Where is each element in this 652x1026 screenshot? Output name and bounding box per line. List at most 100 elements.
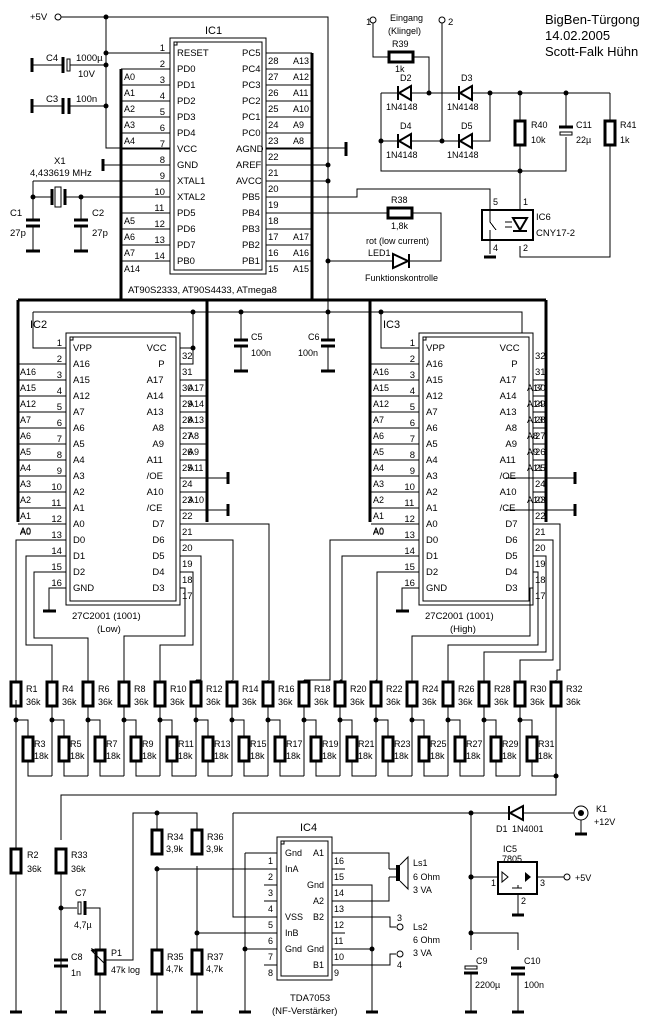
svg-text:1,8k: 1,8k (391, 221, 409, 231)
ladder-top-value: 36k (206, 697, 221, 707)
diode-d4-symbol (397, 132, 412, 150)
ic1-net-label: A2 (124, 104, 135, 114)
svg-text:C5: C5 (251, 332, 263, 342)
svg-text:R34: R34 (167, 832, 184, 842)
ladder-wire (304, 719, 340, 777)
svg-text:Ls1: Ls1 (413, 858, 428, 868)
eprom-pin1-mark (69, 336, 74, 341)
ic4-pin-number: 15 (334, 872, 344, 882)
power-jack-k1[interactable]: K1 +12V (573, 804, 615, 836)
eprom-pin-number: 16 (404, 578, 415, 589)
ladder-resistor-top (153, 680, 167, 708)
eprom-pin-number: 11 (51, 498, 61, 509)
ic1-pin-name: GND (177, 160, 198, 171)
ladder-bottom-value: 18k (394, 751, 409, 761)
eprom-pin-name: A2 (426, 487, 438, 498)
ic1-pin-name: PD6 (177, 224, 195, 235)
ladder-bottom-ref: R29 (502, 739, 519, 749)
eprom-pin-number: 14 (51, 546, 62, 557)
svg-text:4,7µ: 4,7µ (74, 920, 92, 930)
ladder-resistor-bottom (489, 735, 503, 763)
eprom-part: 27C2001 (1001) (425, 611, 494, 622)
ic4-pin-name: Gnd (307, 880, 324, 890)
eprom-pin-name: A8 (152, 423, 164, 434)
eprom-net-label: A11 (188, 463, 203, 473)
ladder-top-ref: R30 (530, 684, 547, 694)
eprom-pin-name: D5 (152, 551, 164, 562)
eprom-pin-name: A15 (73, 375, 90, 386)
eprom-pin-name: A12 (73, 391, 90, 402)
eprom-pin-number: 2 (57, 354, 62, 365)
eprom-pin-number: 4 (57, 386, 62, 397)
ladder-resistor-top (81, 680, 95, 708)
eprom-pin-name: D4 (152, 567, 164, 578)
eprom-pin-number: 26 (182, 447, 193, 458)
ic1-pin-number: 19 (268, 200, 279, 211)
eprom-net-label: A10 (188, 495, 204, 505)
eprom-pin-number: 18 (182, 575, 193, 586)
svg-text:R2: R2 (27, 850, 39, 860)
ladder-top-value: 36k (566, 697, 581, 707)
eprom-pin-number: 32 (182, 351, 193, 362)
ladder-top-value: 36k (350, 697, 365, 707)
eprom-pin-number: 24 (535, 479, 546, 490)
data-line (25, 555, 66, 680)
eprom-pin-number: 24 (182, 479, 193, 490)
ic1-pin-name: AVCC (236, 176, 262, 187)
potentiometer-p1[interactable]: P1 47k log (90, 948, 140, 976)
ic1-pin-name: PC2 (242, 96, 260, 107)
eprom-pin-number: 7 (410, 434, 415, 445)
ladder-top-ref: R24 (422, 684, 439, 694)
supply-label: +5V (30, 12, 48, 23)
ic4-pin-number: 11 (334, 936, 343, 946)
ladder-resistor-top (441, 680, 455, 708)
ic1-net-label: A5 (124, 216, 135, 226)
eprom-pin-name: D2 (426, 567, 438, 578)
ic4-pin-number: 1 (268, 856, 273, 866)
eprom-pin-name: A11 (147, 455, 163, 466)
eprom-pin-name: D0 (73, 535, 85, 546)
ladder-top-ref: R1 (26, 684, 38, 694)
ladder-wire (448, 719, 484, 777)
eprom-net-label: A13 (188, 415, 204, 425)
svg-text:100n: 100n (298, 348, 318, 358)
ic1-pin-number: 26 (268, 88, 279, 99)
eprom-pin-number: 29 (182, 399, 193, 410)
data-line (123, 587, 186, 680)
svg-text:2: 2 (448, 17, 453, 28)
capacitor-c3: C3 100n (30, 94, 106, 114)
svg-text:3,9k: 3,9k (206, 844, 224, 854)
eprom-pin-number: 27 (182, 431, 193, 442)
eprom-pin-number: 20 (535, 543, 546, 554)
eprom-pin-name: A4 (426, 455, 438, 466)
ladder-wire (340, 719, 376, 777)
ladder-top-ref: R32 (566, 684, 583, 694)
eprom-pin-number: 13 (51, 530, 62, 541)
ladder-bottom-ref: R19 (322, 739, 339, 749)
ic1-pin-number: 23 (268, 136, 279, 147)
ladder-bottom-ref: R9 (142, 739, 154, 749)
svg-text:C4: C4 (46, 53, 58, 64)
ladder-top-value: 36k (242, 697, 257, 707)
eprom-pin-number: 28 (182, 415, 193, 426)
eprom-pin-name: A12 (426, 391, 443, 402)
speaker-ls2-terminals[interactable]: 3 4 Ls2 6 Ohm 3 VA (396, 913, 440, 970)
ladder-bottom-value: 18k (538, 751, 553, 761)
eprom-pin-number: 30 (535, 383, 546, 394)
eprom-net-label: A8 (188, 431, 199, 441)
eprom-net-label: A14 (188, 399, 204, 409)
ladder-top-ref: R10 (170, 684, 187, 694)
diode-value: 1N4148 (386, 102, 418, 112)
ic4-pin-name: Gnd (307, 944, 324, 954)
eprom-pin-name: /CE (500, 503, 516, 514)
svg-text:C9: C9 (476, 956, 488, 966)
svg-text:100n: 100n (76, 94, 97, 105)
diode-ref: D2 (400, 73, 412, 83)
speaker-ls1: Ls1 6 Ohm 3 VA (389, 855, 440, 895)
eprom-pin-name: /OE (500, 471, 516, 482)
svg-text:6 Ohm: 6 Ohm (413, 935, 440, 945)
supply-terminal (54, 13, 62, 21)
svg-text:7805: 7805 (502, 854, 522, 864)
ic1-ref: IC1 (205, 25, 222, 37)
